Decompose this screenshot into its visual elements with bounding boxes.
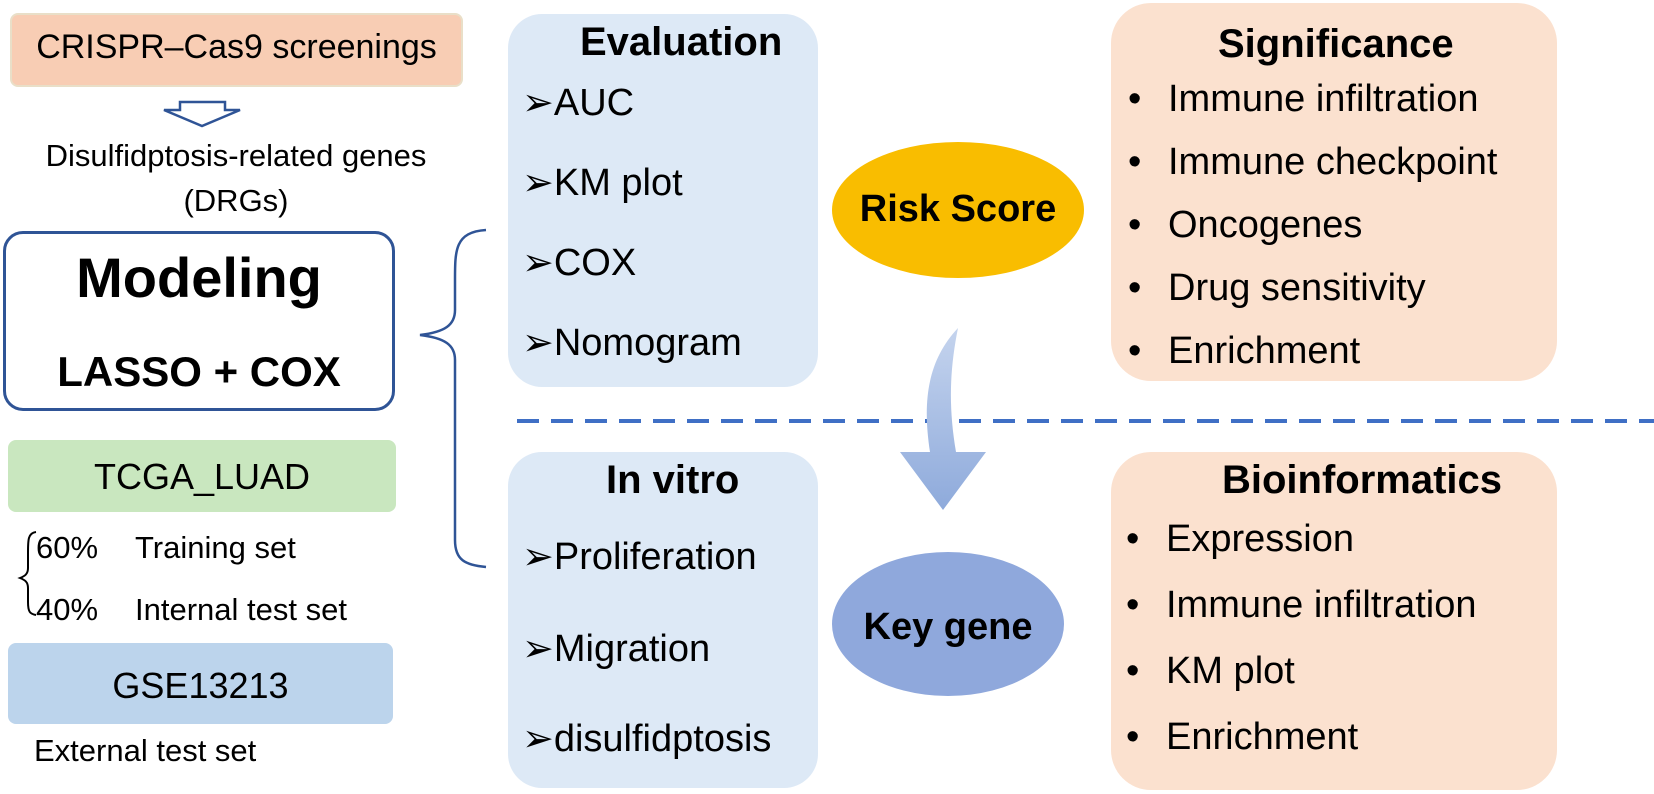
tcga-label: TCGA_LUAD bbox=[93, 456, 311, 497]
significance-title: Significance bbox=[1218, 22, 1454, 66]
modeling-title: Modeling bbox=[76, 246, 322, 309]
split-label-internal: Internal test set bbox=[135, 592, 347, 627]
significance-list: •Immune infiltration •Immune checkpoint … bbox=[1128, 78, 1498, 393]
bioinformatics-title: Bioinformatics bbox=[1222, 458, 1503, 502]
drg-label-line2: (DRGs) bbox=[183, 183, 289, 218]
arrow-bullet-icon: ➢ bbox=[522, 160, 554, 204]
crispr-box bbox=[10, 13, 463, 87]
risk-score-label: Risk Score bbox=[859, 188, 1057, 230]
arrow-bullet-icon: ➢ bbox=[522, 626, 554, 670]
significance-item: •Oncogenes bbox=[1128, 204, 1363, 246]
significance-item: •Immune infiltration bbox=[1128, 78, 1479, 120]
invitro-item: ➢disulfidptosis bbox=[522, 716, 772, 760]
invitro-item: ➢Migration bbox=[522, 626, 711, 670]
significance-item: •Immune checkpoint bbox=[1128, 141, 1498, 183]
gse-label: GSE13213 bbox=[112, 665, 289, 706]
risk-score-ellipse bbox=[832, 142, 1084, 278]
evaluation-title: Evaluation bbox=[580, 20, 783, 64]
split-label-training: Training set bbox=[135, 530, 296, 565]
bioinformatics-panel bbox=[1111, 452, 1557, 790]
tcga-box bbox=[8, 440, 396, 512]
evaluation-item: ➢AUC bbox=[522, 80, 635, 124]
bioinformatics-list: •Expression •Immune infiltration •KM plo… bbox=[1126, 518, 1476, 782]
invitro-title: In vitro bbox=[606, 458, 740, 502]
split-brace bbox=[17, 531, 37, 616]
gse-box bbox=[8, 643, 393, 724]
crispr-label: CRISPR–Cas9 screenings bbox=[36, 28, 437, 66]
drg-label-line1: Disulfidptosis-related genes bbox=[45, 138, 427, 173]
modeling-method: LASSO + COX bbox=[57, 348, 341, 395]
external-test-label: External test set bbox=[34, 733, 257, 768]
arrow-bullet-icon: ➢ bbox=[522, 80, 554, 124]
evaluation-item: ➢Nomogram bbox=[522, 320, 742, 364]
evaluation-panel bbox=[508, 14, 818, 387]
hollow-down-arrow-icon bbox=[163, 100, 241, 128]
bioinformatics-item: •KM plot bbox=[1126, 650, 1295, 692]
significance-item: •Drug sensitivity bbox=[1128, 267, 1426, 309]
evaluation-item: ➢COX bbox=[522, 240, 637, 284]
invitro-panel bbox=[508, 452, 818, 788]
arrow-bullet-icon: ➢ bbox=[522, 240, 554, 284]
curly-brace bbox=[419, 228, 487, 569]
significance-panel bbox=[1111, 3, 1557, 381]
key-gene-ellipse bbox=[832, 552, 1064, 696]
bioinformatics-item: •Enrichment bbox=[1126, 716, 1359, 758]
split-pct-internal: 40% bbox=[36, 592, 99, 627]
invitro-item: ➢Proliferation bbox=[522, 534, 757, 578]
key-gene-label: Key gene bbox=[863, 606, 1033, 648]
modeling-box bbox=[3, 231, 395, 411]
evaluation-item: ➢KM plot bbox=[522, 160, 683, 204]
split-pct-training: 60% bbox=[36, 530, 99, 565]
bioinformatics-item: •Immune infiltration bbox=[1126, 584, 1477, 626]
arrow-bullet-icon: ➢ bbox=[522, 716, 554, 760]
arrow-bullet-icon: ➢ bbox=[522, 534, 554, 578]
significance-item: •Enrichment bbox=[1128, 330, 1361, 372]
arrow-bullet-icon: ➢ bbox=[522, 320, 554, 364]
curved-down-arrow-icon bbox=[900, 328, 986, 510]
bioinformatics-item: •Expression bbox=[1126, 518, 1354, 560]
